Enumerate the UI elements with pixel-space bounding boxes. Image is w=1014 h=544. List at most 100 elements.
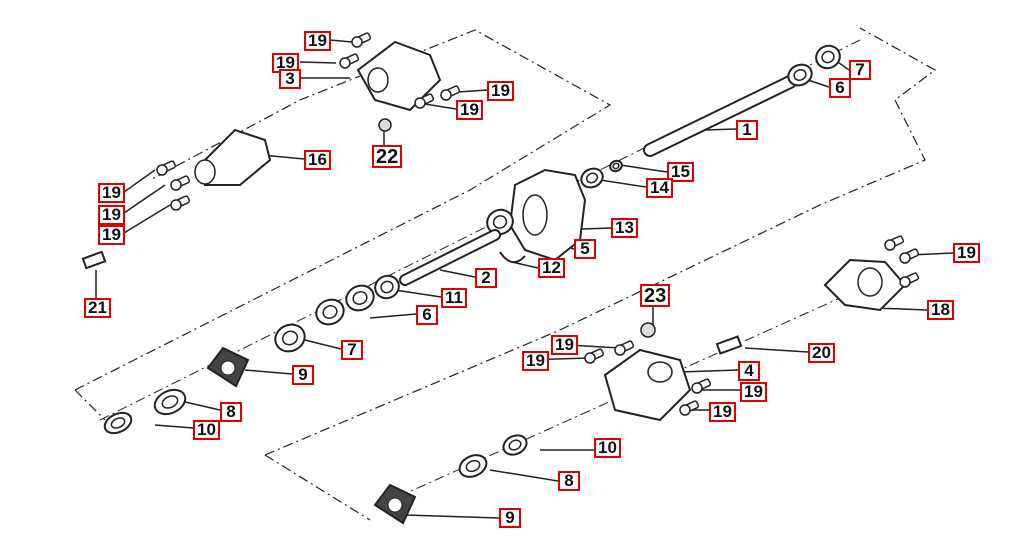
- bevel-gear-13-bore: [522, 194, 548, 236]
- callout-22: 22: [372, 145, 403, 168]
- bolt-19-head: [614, 344, 626, 356]
- rear-housing-4: [603, 348, 692, 422]
- leader-line: [424, 103, 457, 110]
- washer-14-bore: [585, 172, 599, 184]
- washer-8b-bore: [465, 459, 481, 473]
- leader-line: [511, 261, 539, 269]
- callout-19: 19: [740, 382, 767, 402]
- boundary-line: [74, 29, 612, 391]
- bolt-19-head: [899, 276, 911, 288]
- spring-20: [715, 335, 743, 355]
- callout-23: 23: [640, 284, 671, 307]
- callout-19: 19: [98, 225, 125, 245]
- nut-15-bore: [612, 162, 620, 170]
- leader-line: [369, 313, 417, 319]
- callout-19: 19: [709, 402, 736, 422]
- callout-7: 7: [341, 340, 363, 360]
- bolt-19-head: [170, 179, 182, 191]
- leader-line: [679, 369, 739, 373]
- callout-19: 19: [456, 100, 483, 120]
- bolt-19-head: [156, 164, 168, 176]
- rear-cover-18-bore: [857, 267, 883, 297]
- nut-10-bore: [110, 417, 126, 429]
- bolt-19-head: [339, 57, 351, 69]
- seal-6-bore: [793, 69, 807, 81]
- boundary-line: [264, 27, 937, 456]
- callout-19: 19: [953, 243, 980, 263]
- rear-housing-4-port: [647, 361, 673, 383]
- spring-21: [81, 250, 107, 270]
- flange-yoke-9-hub: [220, 360, 236, 376]
- bolt-19-head: [584, 352, 596, 364]
- drive-shaft-1-fill: [645, 77, 795, 155]
- leader-line: [329, 39, 353, 43]
- leader-line: [123, 184, 166, 214]
- bolt-19-head: [679, 404, 691, 416]
- callout-5: 5: [574, 239, 596, 259]
- plug-23: [640, 322, 656, 338]
- callout-21: 21: [84, 298, 111, 318]
- leader-line: [744, 347, 809, 353]
- leader-line: [123, 204, 171, 234]
- callout-19: 19: [98, 183, 125, 203]
- leader-line: [123, 169, 156, 193]
- boundary-line: [74, 389, 106, 421]
- washer-8-bore: [161, 395, 179, 409]
- snap-ring-12: [499, 251, 526, 263]
- leader-line: [874, 307, 928, 311]
- callout-19: 19: [522, 351, 549, 371]
- leader-line: [704, 128, 737, 131]
- cover-16: [198, 128, 272, 186]
- callout-1: 1: [736, 120, 758, 140]
- bolt-19-head: [884, 239, 896, 251]
- callout-19: 19: [551, 335, 578, 355]
- cover-16-bore: [194, 159, 216, 185]
- bearing-6-bore: [352, 291, 368, 305]
- callout-20: 20: [808, 343, 835, 363]
- callout-9: 9: [292, 365, 314, 385]
- callout-3: 3: [279, 69, 301, 89]
- leader-line: [457, 89, 488, 93]
- bearing-7-bore: [281, 330, 299, 346]
- flange-yoke-9b-hub: [387, 497, 403, 513]
- leader-line: [299, 61, 337, 64]
- callout-10: 10: [193, 420, 220, 440]
- leader-line: [304, 339, 342, 350]
- front-housing-3: [356, 40, 442, 112]
- leader-line: [439, 269, 476, 278]
- leader-line: [154, 424, 194, 429]
- callout-13: 13: [611, 218, 638, 238]
- leader-line: [489, 469, 559, 482]
- callout-15: 15: [667, 162, 694, 182]
- leader-line: [807, 79, 830, 88]
- bolt-19-head: [691, 382, 703, 394]
- leader-line: [599, 179, 647, 188]
- leader-line: [394, 289, 442, 298]
- bolt-19-head: [351, 36, 363, 48]
- callout-12: 12: [538, 258, 565, 278]
- bolt-19-head: [414, 97, 426, 109]
- callout-16: 16: [304, 150, 331, 170]
- front-housing-3-port: [367, 67, 389, 93]
- callout-19: 19: [304, 31, 331, 51]
- callout-6: 6: [416, 305, 438, 325]
- pinion-shaft-2-fill: [401, 231, 499, 284]
- seal-6b-bore: [322, 305, 338, 319]
- callout-6: 6: [829, 78, 851, 98]
- callout-2: 2: [475, 268, 497, 288]
- leader-line: [244, 369, 293, 375]
- callout-9: 9: [499, 508, 521, 528]
- bolt-19-head: [170, 199, 182, 211]
- bolt-19-head: [899, 252, 911, 264]
- callout-8: 8: [220, 402, 242, 422]
- plug-22: [378, 118, 392, 132]
- callout-8: 8: [558, 471, 580, 491]
- leader-line: [619, 164, 668, 173]
- ring-11-bore: [380, 280, 394, 294]
- callout-19: 19: [487, 81, 514, 101]
- seal-7-bore: [821, 50, 835, 64]
- leader-line: [184, 401, 221, 411]
- callout-19: 19: [98, 205, 125, 225]
